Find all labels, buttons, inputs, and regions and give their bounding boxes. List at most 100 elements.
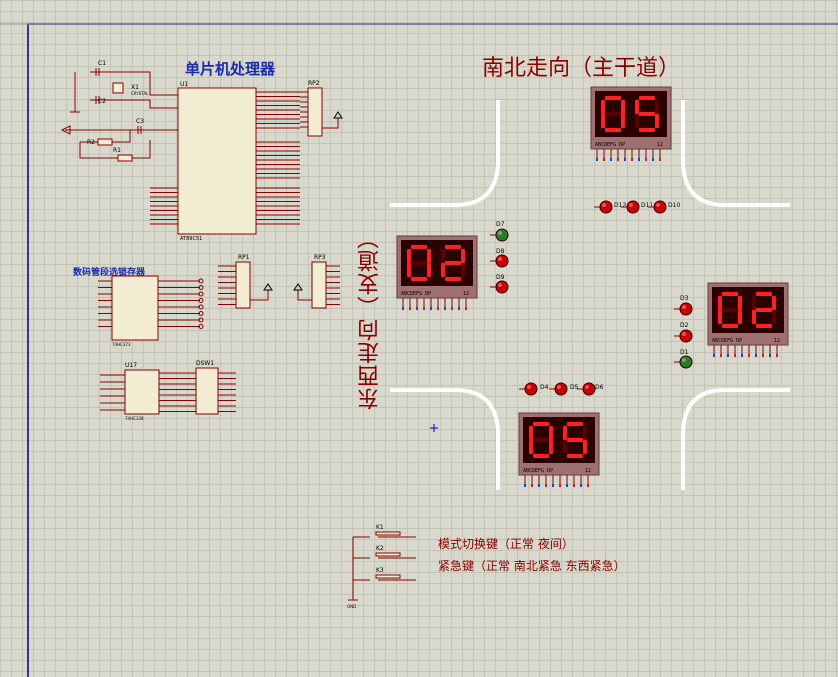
- pin-marker: [451, 307, 453, 310]
- pin-marker: [430, 307, 432, 310]
- led-highlight: [682, 332, 686, 336]
- rp3-pack[interactable]: RP3: [293, 254, 327, 309]
- pin-marker: [727, 354, 729, 357]
- segment-f: [441, 249, 445, 263]
- segment-d: [533, 454, 549, 458]
- display-pin-label: ABCDEFG DP: [595, 142, 625, 148]
- segment-f: [601, 100, 605, 114]
- segment-a: [756, 292, 772, 296]
- led-d8: [495, 254, 509, 268]
- display-pin-label: ABCDEFG DP: [712, 338, 742, 344]
- led-d3: [679, 302, 693, 316]
- segment-g: [605, 112, 621, 116]
- clock-circuit[interactable]: [65, 68, 178, 162]
- segment-g: [445, 261, 461, 265]
- segment-g: [411, 261, 427, 265]
- rp1-pack[interactable]: RP1: [235, 254, 273, 309]
- led-d9: [495, 280, 509, 294]
- road-markings: [390, 100, 790, 490]
- segment-c: [583, 440, 587, 454]
- display-digit-label: 12: [774, 338, 780, 344]
- segment-e: [563, 440, 567, 454]
- pin-marker: [587, 484, 589, 487]
- pin-marker: [748, 354, 750, 357]
- segment-f: [752, 296, 756, 310]
- sheet-border: [27, 23, 838, 677]
- segment-c: [621, 114, 625, 128]
- c3-label: C3: [136, 118, 144, 125]
- pin-marker: [402, 307, 404, 310]
- c1-label: C1: [98, 60, 106, 67]
- led-label: D6: [595, 384, 604, 391]
- led-highlight: [682, 358, 686, 362]
- segment-b: [461, 249, 465, 263]
- mcu-chip[interactable]: U1 AT89C51: [150, 81, 300, 242]
- mode-key-label: 模式切换键（正常 夜间）: [438, 537, 574, 551]
- segment-b: [583, 426, 587, 440]
- u17-label: U17: [125, 362, 137, 369]
- rp1-label: RP1: [238, 254, 250, 261]
- pin-marker: [638, 158, 640, 161]
- segment-g: [639, 112, 655, 116]
- gnd-label: GND: [347, 604, 356, 609]
- pin-marker: [444, 307, 446, 310]
- display-pin-label: ABCDEFG DP: [401, 291, 431, 297]
- latch-chip[interactable]: 74HC373: [98, 275, 200, 347]
- led-label: D3: [680, 295, 689, 302]
- display-digit-label: 12: [585, 468, 591, 474]
- segment-e: [718, 310, 722, 324]
- pin-marker: [573, 484, 575, 487]
- segment-c: [427, 263, 431, 277]
- north-south-title: 南北走向（主干道）: [482, 56, 681, 81]
- latch-title: 数码管段选锁存器: [73, 268, 146, 278]
- u17-decoder[interactable]: U17 74HC138: [100, 362, 196, 421]
- pin-marker: [596, 158, 598, 161]
- led-highlight: [629, 203, 633, 207]
- segment-e: [601, 114, 605, 128]
- led-highlight: [682, 305, 686, 309]
- led-d7: [495, 228, 509, 242]
- pin-marker: [416, 307, 418, 310]
- led-d4: [524, 382, 538, 396]
- led-highlight: [656, 203, 660, 207]
- r1-label: R1: [113, 147, 121, 154]
- segment-g: [722, 308, 738, 312]
- pin-marker: [652, 158, 654, 161]
- led-label: D1: [680, 349, 689, 356]
- cursor-marker: [430, 424, 438, 432]
- pin-marker: [465, 307, 467, 310]
- segment-c: [738, 310, 742, 324]
- segment-d: [445, 277, 461, 281]
- pin-marker: [409, 307, 411, 310]
- pin-marker: [713, 354, 715, 357]
- pin-marker: [631, 158, 633, 161]
- segment-f: [529, 426, 533, 440]
- dip-switch[interactable]: DSW1: [195, 360, 236, 415]
- pin-marker: [755, 354, 757, 357]
- led-label: D8: [496, 248, 505, 255]
- emergency-key-label: 紧急键（正常 南北紧急 东西紧急）: [438, 559, 626, 573]
- segment-e: [529, 440, 533, 454]
- pin-marker: [617, 158, 619, 161]
- r2-label: R2: [87, 139, 95, 146]
- ground-arrow: [60, 125, 71, 135]
- dsw-label: DSW1: [196, 360, 214, 367]
- key-switches[interactable]: [348, 531, 416, 601]
- led-highlight: [602, 203, 606, 207]
- x1-value: CRYSTAL: [131, 91, 149, 96]
- led-label: D10: [668, 202, 680, 209]
- segment-f: [563, 426, 567, 440]
- pin-marker: [720, 354, 722, 357]
- display-digit-label: 12: [657, 142, 663, 148]
- led-label: D5: [570, 384, 579, 391]
- segment-d: [411, 277, 427, 281]
- led-highlight: [498, 257, 502, 261]
- segment-a: [445, 245, 461, 249]
- mcu-ref: U1: [180, 81, 188, 88]
- segment-a: [722, 292, 738, 296]
- rp2-pack[interactable]: RP2: [307, 80, 343, 137]
- segment-c: [655, 114, 659, 128]
